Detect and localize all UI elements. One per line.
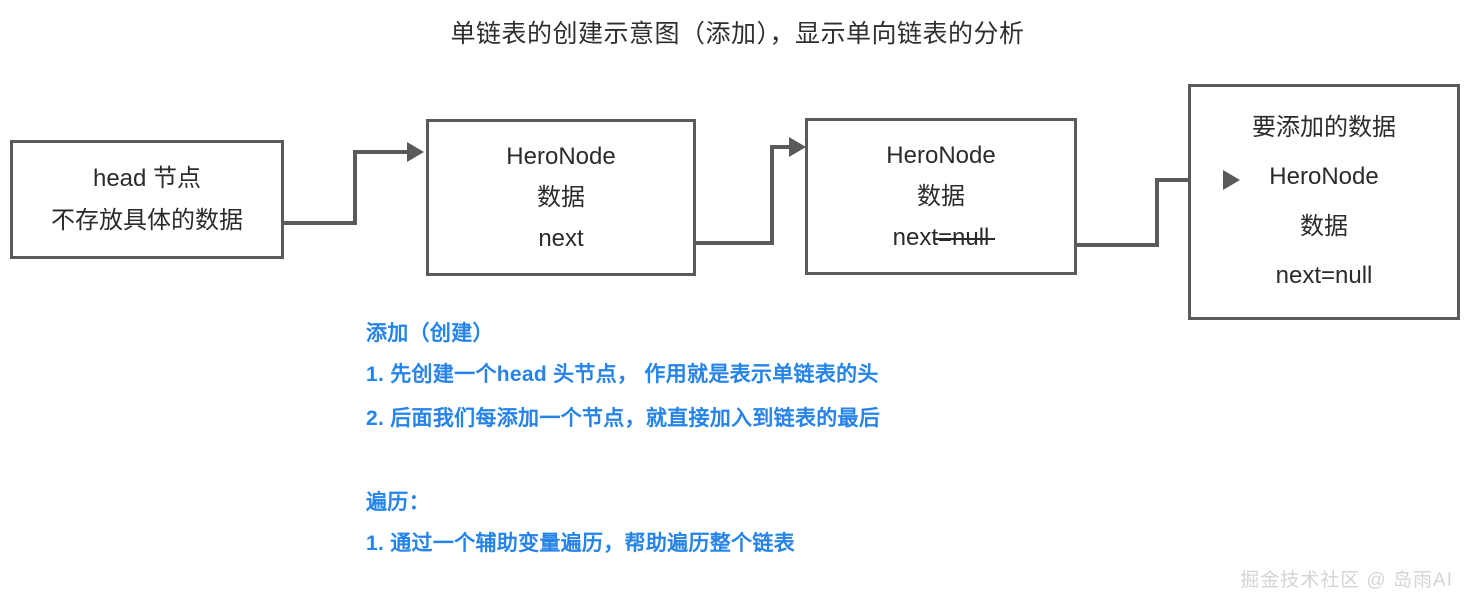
hero1-label-data: 数据 [537,183,585,211]
connector-node1-to-node2-segment-v [770,145,774,245]
hero2-label-class: HeroNode [886,141,996,169]
node-box-new-node: 要添加的数据 HeroNode 数据 next=null [1188,84,1460,320]
newnode-label-data: 数据 [1300,212,1348,240]
head-node-label-1: head 节点 [92,164,202,192]
hero1-label-next: next [538,224,584,252]
node-box-hero-1: HeroNode 数据 next [426,119,696,276]
note-add-item-1: 1. 先创建一个head 头节点， 作用就是表示单链表的头 [366,363,879,386]
hero2-label-data: 数据 [917,182,965,210]
arrowhead-head-to-node1 [407,142,424,162]
note-add-heading: 添加（创建） [366,322,494,345]
annotation-notes: 添加（创建） 1. 先创建一个head 头节点， 作用就是表示单链表的头 2. … [366,322,1126,576]
head-node-label-2: 不存放具体的数据 [51,206,243,234]
note-add-item-2: 2. 后面我们每添加一个节点，就直接加入到链表的最后 [366,407,881,430]
node-box-head: head 节点 不存放具体的数据 [10,140,284,259]
hero2-label-next: next=null [892,223,996,251]
node-box-hero-2: HeroNode 数据 next=null [805,118,1077,275]
watermark: 掘金技术社区 @ 岛雨AI [1240,570,1453,591]
hero2-next-prefix: next [892,223,938,251]
note-spacer [366,451,1126,491]
connector-node2-to-newnode-segment-v [1155,178,1159,247]
arrowhead-node1-to-node2 [789,137,806,157]
hero2-next-struck: =null [938,223,990,251]
connector-node1-to-node2-segment-h2 [770,145,792,149]
connector-head-to-node1-segment-h2 [353,150,409,154]
connector-node2-to-newnode-segment-h1 [1075,243,1159,247]
page-title: 单链表的创建示意图（添加），显示单向链表的分析 [450,20,1025,48]
newnode-label-title: 要添加的数据 [1252,113,1396,141]
newnode-label-class: HeroNode [1269,163,1379,191]
connector-head-to-node1-segment-h1 [273,221,357,225]
note-traverse-heading: 遍历： [366,491,430,514]
newnode-label-next: next=null [1275,262,1373,290]
connector-head-to-node1-segment-v [353,150,357,225]
arrowhead-node2-to-newnode [1223,170,1240,190]
note-traverse-item-1: 1. 通过一个辅助变量遍历，帮助遍历整个链表 [366,532,795,555]
hero1-label-class: HeroNode [506,142,616,170]
